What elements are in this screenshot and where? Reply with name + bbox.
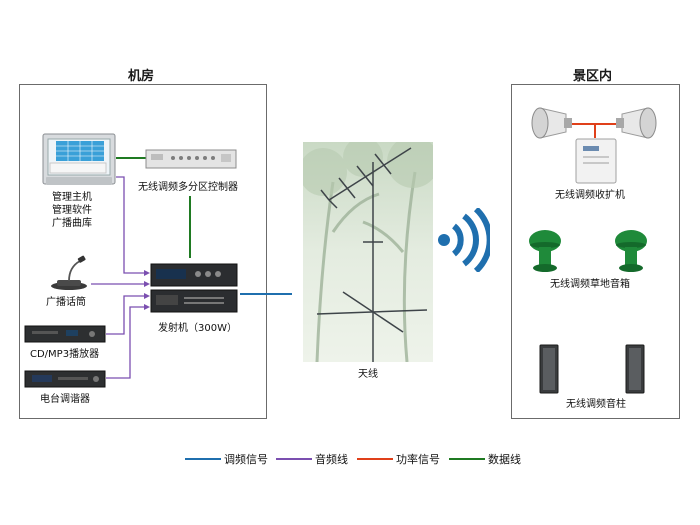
machine-room-title: 机房 xyxy=(128,69,155,84)
transmitter-icon xyxy=(150,262,240,314)
audio-line-pc xyxy=(116,176,144,274)
column-speaker-right-icon xyxy=(625,344,645,394)
antenna-label: 天线 xyxy=(358,369,378,380)
lawn-speaker-label: 无线调频草地音箱 xyxy=(550,279,630,290)
microphone-icon xyxy=(47,255,93,291)
receiver-label: 无线调频收扩机 xyxy=(555,190,625,201)
legend-swatch-power xyxy=(357,458,393,460)
tuner-icon xyxy=(24,369,106,389)
cd-player-label: CD/MP3播放器 xyxy=(30,349,100,360)
scenic-area-title: 景区内 xyxy=(573,69,613,84)
microphone-label: 广播话筒 xyxy=(46,297,86,308)
horn-speaker-left-icon xyxy=(526,106,572,140)
audio-line-tuner xyxy=(106,306,144,379)
legend-label-data: 数据线 xyxy=(488,453,521,466)
transmitter-label: 发射机（300W） xyxy=(158,323,237,334)
tuner-label: 电台调谐器 xyxy=(40,394,90,405)
legend-label-fm: 调频信号 xyxy=(224,453,268,466)
receiver-amplifier-icon xyxy=(575,138,617,184)
legend-label-power: 功率信号 xyxy=(396,453,440,466)
column-speaker-label: 无线调频音柱 xyxy=(566,399,626,410)
legend: 调频信号 音频线 功率信号 数据线 xyxy=(185,450,545,470)
cd-player-icon xyxy=(24,324,106,344)
lawn-speaker-left-icon xyxy=(528,229,562,273)
wireless-signal-icon xyxy=(436,206,493,274)
column-speaker-left-icon xyxy=(539,344,559,394)
controller-label: 无线调频多分区控制器 xyxy=(138,182,238,193)
mgmt-label-1: 管理主机 xyxy=(52,192,92,203)
antenna-photo xyxy=(299,136,439,363)
legend-label-audio: 音频线 xyxy=(315,453,348,466)
controller-device-icon xyxy=(145,147,237,171)
mgmt-label-3: 广播曲库 xyxy=(52,218,92,229)
mgmt-label-2: 管理软件 xyxy=(52,205,92,216)
legend-swatch-audio xyxy=(276,458,312,460)
horn-speaker-right-icon xyxy=(616,106,662,140)
management-pc-icon xyxy=(42,133,116,189)
legend-swatch-data xyxy=(449,458,485,460)
legend-swatch-fm xyxy=(185,458,221,460)
lawn-speaker-right-icon xyxy=(614,229,648,273)
audio-line-cd xyxy=(106,295,144,335)
